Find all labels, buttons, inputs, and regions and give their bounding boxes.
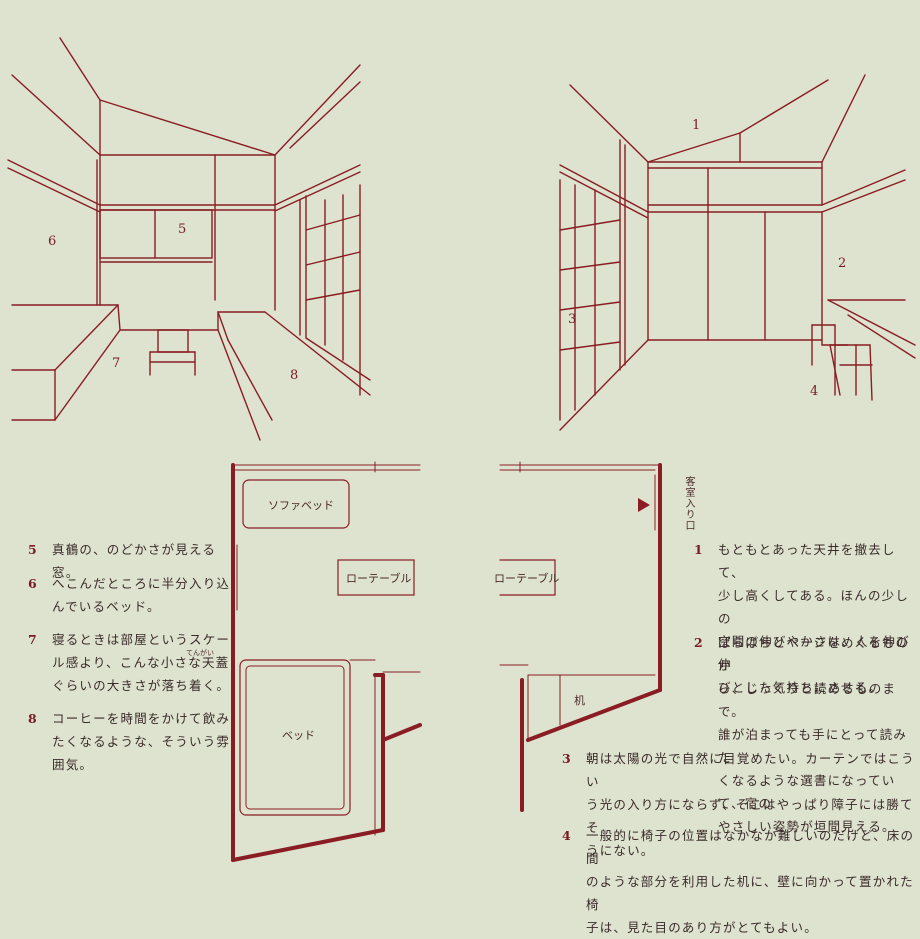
note-3: 3 朝は太陽の光で自然に目覚めたい。カーテンではこうい う光の入り方にならず、そ… [562,747,916,862]
sketch-number-6: 6 [48,234,57,249]
left-floor-plan [231,461,422,862]
note-text: コーヒーを時間をかけて飲み たくなるような、そういう雰 囲気。 [52,711,231,772]
plan-label-sofa-bed: ソファベッド [268,499,334,512]
note-text: 朝は太陽の光で自然に目覚めたい。カーテンではこうい う光の入り方にならず、そこは… [586,751,915,858]
plan-label-low-table-left: ローテーブル [346,572,412,585]
note-text: 一般的に椅子の位置はなかなか難しいのだけど、床の間 のような部分を利用した机に、… [586,828,915,935]
plan-label-bed: ベッド [282,729,315,742]
sketch-number-7: 7 [112,356,121,371]
note-text: へこんだところに半分入り込 んでいるベッド。 [52,576,231,614]
plan-label-low-table-right: ローテーブル [494,572,560,585]
note-1: 1 もともとあった天井を撤去して、 少し高くしてある。ほんの少しの 空間の伸びや… [694,538,914,699]
ruby-tengai: てんがい [186,649,214,657]
note-8: 8 コーヒーを時間をかけて飲み たくなるような、そういう雰 囲気。 [28,707,232,776]
note-text: ぱらぱらとページをめくるものか ら、じっくりと読めるものまで。 誰が泊まっても手… [718,635,910,834]
note-number: 1 [694,542,704,557]
right-room-sketch [559,74,916,431]
note-number: 4 [562,828,572,843]
sketch-number-1: 1 [692,118,701,133]
note-number: 6 [28,576,38,591]
drawing-canvas [7,37,916,862]
note-text: もともとあった天井を撤去して、 少し高くしてある。ほんの少しの 空間の伸びやかさ… [718,542,910,695]
note-number: 7 [28,632,38,647]
note-number: 8 [28,711,38,726]
sketch-number-2: 2 [838,256,847,271]
note-text: 寝るときは部屋というスケー ル感より、こんな小さな天蓋 ぐらいの大きさが落ち着く… [52,632,231,693]
note-7: 7 寝るときは部屋というスケー ル感より、こんな小さな天蓋 ぐらいの大きさが落ち… [28,628,232,697]
plan-label-desk: 机 [574,694,585,707]
sketch-number-4: 4 [810,384,819,399]
sketch-number-3: 3 [568,312,577,327]
note-number: 5 [28,542,38,557]
note-4: 4 一般的に椅子の位置はなかなか難しいのだけど、床の間 のような部分を利用した机… [562,824,916,939]
entrance-arrow-icon [638,498,650,512]
sketch-number-8: 8 [290,368,299,383]
right-floor-plan [499,461,662,812]
note-5: 5 真鶴の、のどかさが見える窓。 [28,538,232,584]
note-number: 2 [694,635,704,650]
note-2: 2 ぱらぱらとページをめくるものか ら、じっくりと読めるものまで。 誰が泊まって… [686,631,914,838]
note-number: 3 [562,751,572,766]
left-room-sketch [7,37,371,441]
note-6: 6 へこんだところに半分入り込 んでいるベッド。 [28,572,232,618]
sketch-number-5: 5 [178,222,187,237]
plan-label-entrance: 客室入り口 [683,476,694,531]
note-text: 真鶴の、のどかさが見える窓。 [52,542,217,580]
